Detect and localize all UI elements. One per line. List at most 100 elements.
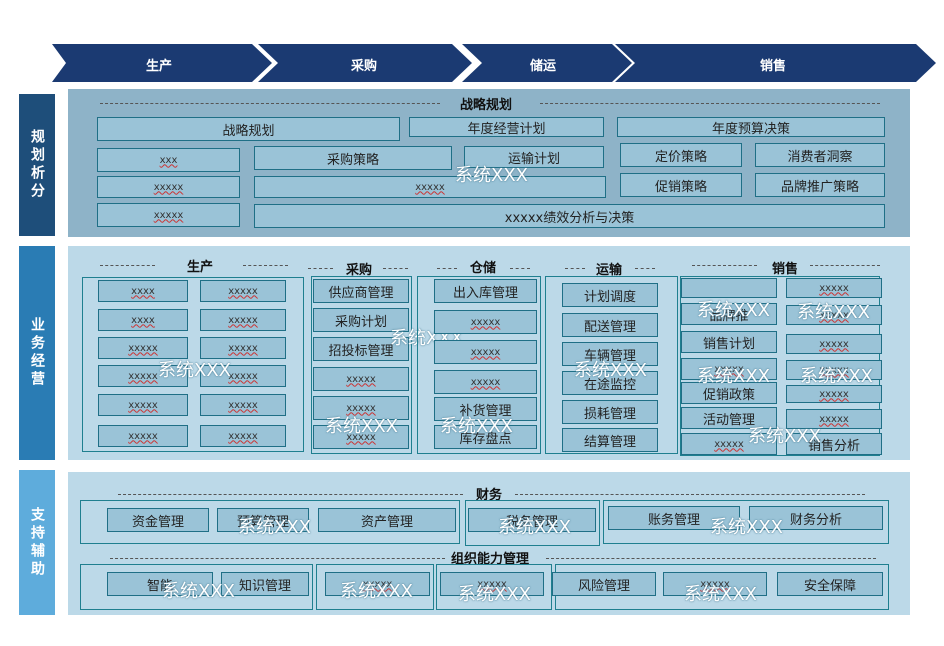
finance-group <box>603 500 889 544</box>
purchase-item[interactable]: xxxxx <box>313 425 409 449</box>
org-group <box>80 564 313 610</box>
production-item[interactable]: xxxxx <box>200 309 286 331</box>
plan-xxxxx[interactable]: xxxxx <box>254 176 606 198</box>
warehouse-replenish[interactable]: 补货管理 <box>434 397 537 421</box>
org-item[interactable]: xxxxx <box>663 572 767 596</box>
divider <box>810 265 880 266</box>
planning-title: 战略规划 <box>460 98 513 113</box>
production-group <box>82 277 304 452</box>
finance-accounting[interactable]: 账务管理 <box>608 506 740 530</box>
sales-brand[interactable]: 品牌推 <box>681 303 777 325</box>
sales-promotion-policy[interactable]: 促销政策 <box>681 382 777 404</box>
divider <box>635 268 655 269</box>
production-item[interactable]: xxxxx <box>200 365 286 387</box>
sales-analysis[interactable]: 销售分析 <box>786 433 882 455</box>
sales-item[interactable] <box>681 278 777 298</box>
divider <box>383 268 408 269</box>
purchase-supplier[interactable]: 供应商管理 <box>313 279 409 303</box>
divider <box>100 265 155 266</box>
plan-annual-operation[interactable]: 年度经营计划 <box>409 117 604 137</box>
ops-header-warehouse: 仓储 <box>470 261 497 276</box>
finance-tax[interactable]: 税务管理 <box>468 508 596 532</box>
org-item[interactable]: xxxxx <box>440 572 544 596</box>
production-item[interactable]: xxxxx <box>98 337 188 359</box>
transport-dispatch[interactable]: 计划调度 <box>562 283 658 307</box>
production-item[interactable]: xxxxx <box>98 425 188 447</box>
sales-item[interactable]: xxxxx <box>786 360 882 380</box>
warehouse-inout[interactable]: 出入库管理 <box>434 279 537 303</box>
plan-consumer-insight[interactable]: 消费者洞察 <box>755 143 885 167</box>
production-item[interactable]: xxxxx <box>200 280 286 302</box>
sales-item[interactable]: xxxxx <box>681 433 777 455</box>
org-title: 组织能力管理 <box>451 552 530 567</box>
warehouse-group <box>417 276 541 454</box>
ops-header-production: 生产 <box>187 260 214 275</box>
plan-brand-promotion[interactable]: 品牌推广策略 <box>755 173 885 197</box>
stage-label: 销售 <box>760 59 787 74</box>
divider <box>308 268 333 269</box>
production-item[interactable]: xxxxx <box>200 425 286 447</box>
sales-item[interactable]: xxxxx <box>681 358 777 380</box>
plan-pricing[interactable]: 定价策略 <box>620 143 742 167</box>
divider <box>515 494 865 495</box>
divider <box>510 268 530 269</box>
plan-xxx[interactable]: xxx <box>97 148 240 172</box>
org-knowledge[interactable]: 知识管理 <box>221 572 309 596</box>
sales-plan[interactable]: 销售计划 <box>681 331 777 353</box>
plan-xxxxx[interactable]: xxxxx <box>97 203 240 227</box>
plan-performance-analysis[interactable]: xxxxx绩效分析与决策 <box>254 204 885 228</box>
stage-arrow-sales <box>615 44 936 82</box>
transport-settlement[interactable]: 结算管理 <box>562 428 658 452</box>
warehouse-item[interactable]: xxxxx <box>434 370 537 394</box>
sidebar-support: 支持辅助 <box>19 470 55 615</box>
transport-loss[interactable]: 损耗管理 <box>562 400 658 424</box>
plan-promotion[interactable]: 促销策略 <box>620 173 742 197</box>
sales-item[interactable]: xxxxx <box>786 278 882 298</box>
divider <box>692 265 757 266</box>
org-group <box>316 564 434 610</box>
stage-label: 生产 <box>146 59 173 74</box>
warehouse-item[interactable]: xxxxx <box>434 340 537 364</box>
sales-item[interactable]: xxxxx <box>786 334 882 354</box>
transport-tracking[interactable]: 在途监控 <box>562 371 658 395</box>
stage-label: 储运 <box>530 59 557 74</box>
production-item[interactable]: xxxx <box>98 309 188 331</box>
warehouse-inventory[interactable]: 库存盘点 <box>434 425 537 449</box>
sales-activity[interactable]: 活动管理 <box>681 407 777 429</box>
plan-purchase-strategy[interactable]: 采购策略 <box>254 146 452 170</box>
sales-item[interactable]: xxxxx <box>786 385 882 403</box>
plan-transport[interactable]: 运输计划 <box>464 146 604 168</box>
divider <box>540 103 880 104</box>
stage-arrow-production <box>52 44 272 82</box>
production-item[interactable]: xxxxx <box>200 394 286 416</box>
purchase-item[interactable]: xxxxx <box>313 396 409 420</box>
org-intelligence[interactable]: 智能 <box>107 572 213 596</box>
finance-group <box>465 500 600 546</box>
stage-arrow-logistics <box>462 44 632 82</box>
plan-strategy[interactable]: 战略规划 <box>97 117 400 141</box>
org-risk[interactable]: 风险管理 <box>552 572 656 596</box>
purchase-plan[interactable]: 采购计划 <box>313 308 409 332</box>
finance-analysis[interactable]: 财务分析 <box>749 506 883 530</box>
warehouse-item[interactable]: xxxxx <box>434 310 537 334</box>
transport-vehicle[interactable]: 车辆管理 <box>562 342 658 366</box>
divider <box>565 268 585 269</box>
value-chain-arrows <box>52 44 936 82</box>
purchase-bidding[interactable]: 招投标管理 <box>313 337 409 361</box>
purchase-item[interactable]: xxxxx <box>313 367 409 391</box>
finance-budget[interactable]: 预算管理 <box>217 508 309 532</box>
production-item[interactable]: xxxxx <box>98 394 188 416</box>
production-item[interactable]: xxxxx <box>200 337 286 359</box>
plan-xxxxx[interactable]: xxxxx <box>97 176 240 198</box>
sales-item[interactable]: xxxxx <box>786 409 882 429</box>
transport-delivery[interactable]: 配送管理 <box>562 313 658 337</box>
sales-item[interactable]: xxxxx <box>786 305 882 325</box>
finance-assets[interactable]: 资产管理 <box>318 508 456 532</box>
production-item[interactable]: xxxx <box>98 280 188 302</box>
stage-arrow-purchase <box>258 44 472 82</box>
org-security[interactable]: 安全保障 <box>777 572 883 596</box>
finance-funds[interactable]: 资金管理 <box>107 508 209 532</box>
org-item[interactable]: xxxxx <box>325 572 430 596</box>
plan-annual-budget[interactable]: 年度预算决策 <box>617 117 885 137</box>
production-item[interactable]: xxxxx <box>98 365 188 387</box>
